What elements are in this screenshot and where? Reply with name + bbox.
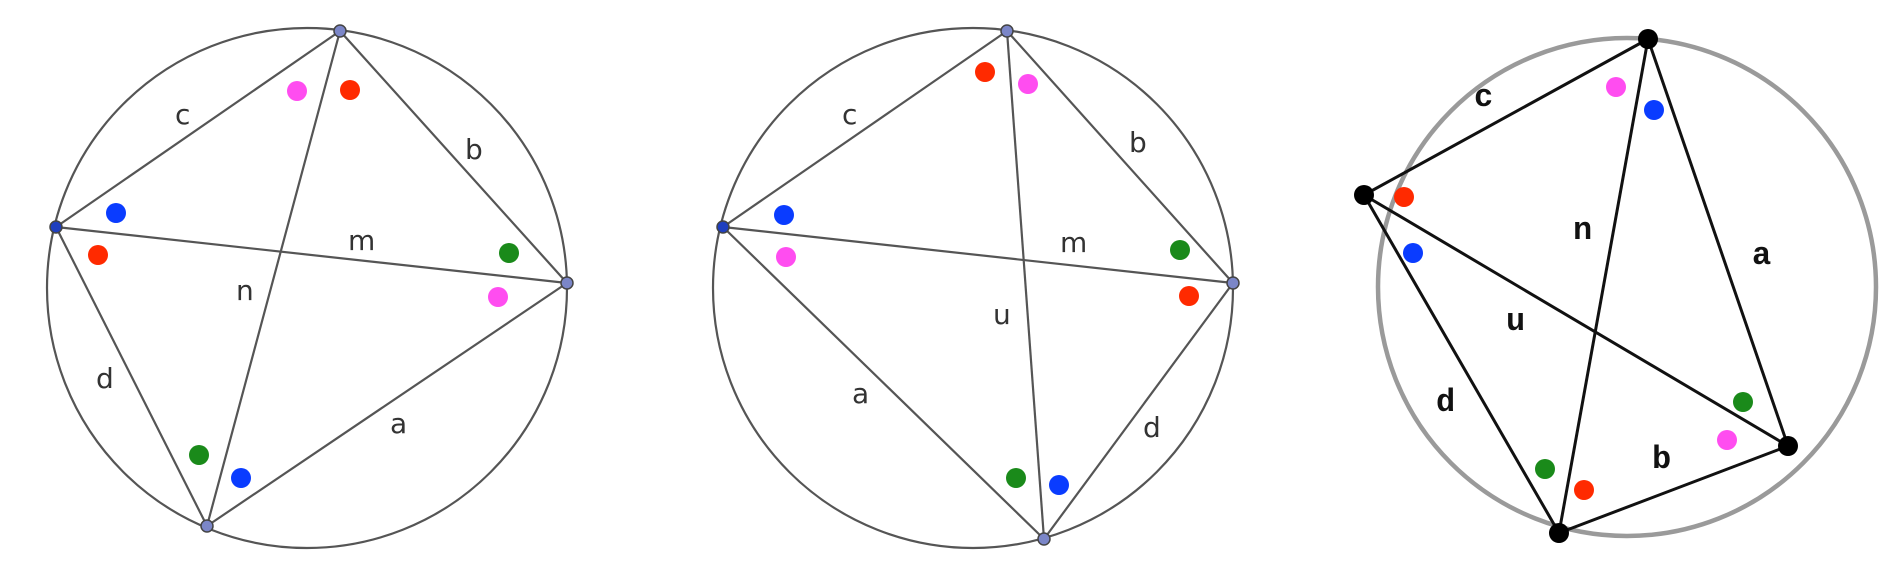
quadrilateral-sides xyxy=(722,30,1234,540)
side-d xyxy=(1362,194,1561,534)
label-a: a xyxy=(390,407,407,440)
side-d xyxy=(1043,282,1234,540)
diagonal-u xyxy=(1363,193,1789,448)
circumcircle xyxy=(45,26,569,550)
side-a xyxy=(206,282,568,527)
vertex xyxy=(333,24,347,38)
diagram-2: c b m u a d xyxy=(711,24,1240,550)
angle-dot-red xyxy=(1394,187,1414,207)
angle-dot-magenta xyxy=(287,81,307,101)
label-d: d xyxy=(1143,411,1161,444)
quadrilateral-sides xyxy=(1362,37,1790,535)
side-b xyxy=(1006,30,1234,284)
side-d xyxy=(55,226,208,527)
angle-dot-blue xyxy=(231,468,251,488)
diagonal-n xyxy=(1557,38,1650,534)
label-d: d xyxy=(96,362,114,395)
vertex xyxy=(716,220,730,234)
vertex xyxy=(1226,276,1240,290)
angle-dot-red xyxy=(1179,286,1199,306)
vertex xyxy=(1638,29,1658,49)
diagonal-u xyxy=(1005,30,1046,540)
vertex xyxy=(1549,523,1569,543)
side-a xyxy=(1646,38,1790,447)
side-labels: c b m u a d xyxy=(842,98,1161,444)
quadrilateral-sides xyxy=(55,30,568,527)
angle-dot-blue xyxy=(1403,243,1423,263)
label-a: a xyxy=(852,377,869,410)
angle-dot-green xyxy=(1170,240,1190,260)
side-b xyxy=(1558,444,1789,535)
label-b: b xyxy=(1652,441,1671,478)
side-labels: c n a u d b xyxy=(1436,79,1771,478)
side-b xyxy=(339,30,568,284)
label-m: m xyxy=(348,224,375,257)
diagram-3: c n a u d b xyxy=(1354,29,1879,543)
angle-dot-green xyxy=(1006,468,1026,488)
angle-dots xyxy=(774,62,1199,495)
diagonal-m xyxy=(722,225,1234,285)
label-c: c xyxy=(842,98,857,131)
vertex xyxy=(1000,24,1014,38)
label-c: c xyxy=(1474,79,1493,116)
vertex xyxy=(200,519,214,533)
side-labels: c b m n d a xyxy=(96,98,483,440)
side-c xyxy=(1363,37,1649,197)
angle-dot-blue xyxy=(1049,475,1069,495)
vertex xyxy=(1778,436,1798,456)
label-m: m xyxy=(1060,226,1087,259)
vertices xyxy=(49,24,574,533)
angle-dot-magenta xyxy=(488,287,508,307)
label-u: u xyxy=(993,298,1011,331)
angle-dot-green xyxy=(189,445,209,465)
angle-dot-magenta xyxy=(1717,430,1737,450)
angle-dot-blue xyxy=(106,203,126,223)
vertex xyxy=(1354,185,1374,205)
diagonal-n xyxy=(205,30,342,527)
diagonal-m xyxy=(55,225,568,285)
label-n: n xyxy=(1573,212,1592,249)
angle-dot-red xyxy=(1574,480,1594,500)
side-a xyxy=(722,226,1045,540)
vertex xyxy=(1037,532,1051,546)
angle-dot-red xyxy=(340,80,360,100)
angle-dot-magenta xyxy=(1018,74,1038,94)
label-b: b xyxy=(465,133,483,166)
angle-dot-red xyxy=(88,245,108,265)
vertex xyxy=(560,276,574,290)
angle-dot-magenta xyxy=(776,247,796,267)
angle-dot-green xyxy=(499,243,519,263)
vertices xyxy=(1354,29,1798,543)
angle-dot-blue xyxy=(774,205,794,225)
label-b: b xyxy=(1129,126,1147,159)
label-n: n xyxy=(236,274,254,307)
angle-dot-red xyxy=(975,62,995,82)
side-c xyxy=(55,30,341,228)
angle-dots xyxy=(88,80,519,488)
label-d: d xyxy=(1436,384,1455,421)
angle-dot-blue xyxy=(1644,100,1664,120)
angle-dot-green xyxy=(1535,459,1555,479)
vertex xyxy=(49,220,63,234)
circumcircle xyxy=(1375,35,1879,539)
angle-dot-magenta xyxy=(1606,77,1626,97)
diagram-1: c b m n d a xyxy=(45,24,574,550)
label-u: u xyxy=(1506,303,1525,340)
vertices xyxy=(716,24,1240,546)
label-c: c xyxy=(175,98,190,131)
label-a: a xyxy=(1752,237,1771,274)
side-c xyxy=(722,30,1008,228)
angle-dots xyxy=(1394,77,1753,500)
angle-dot-green xyxy=(1733,392,1753,412)
